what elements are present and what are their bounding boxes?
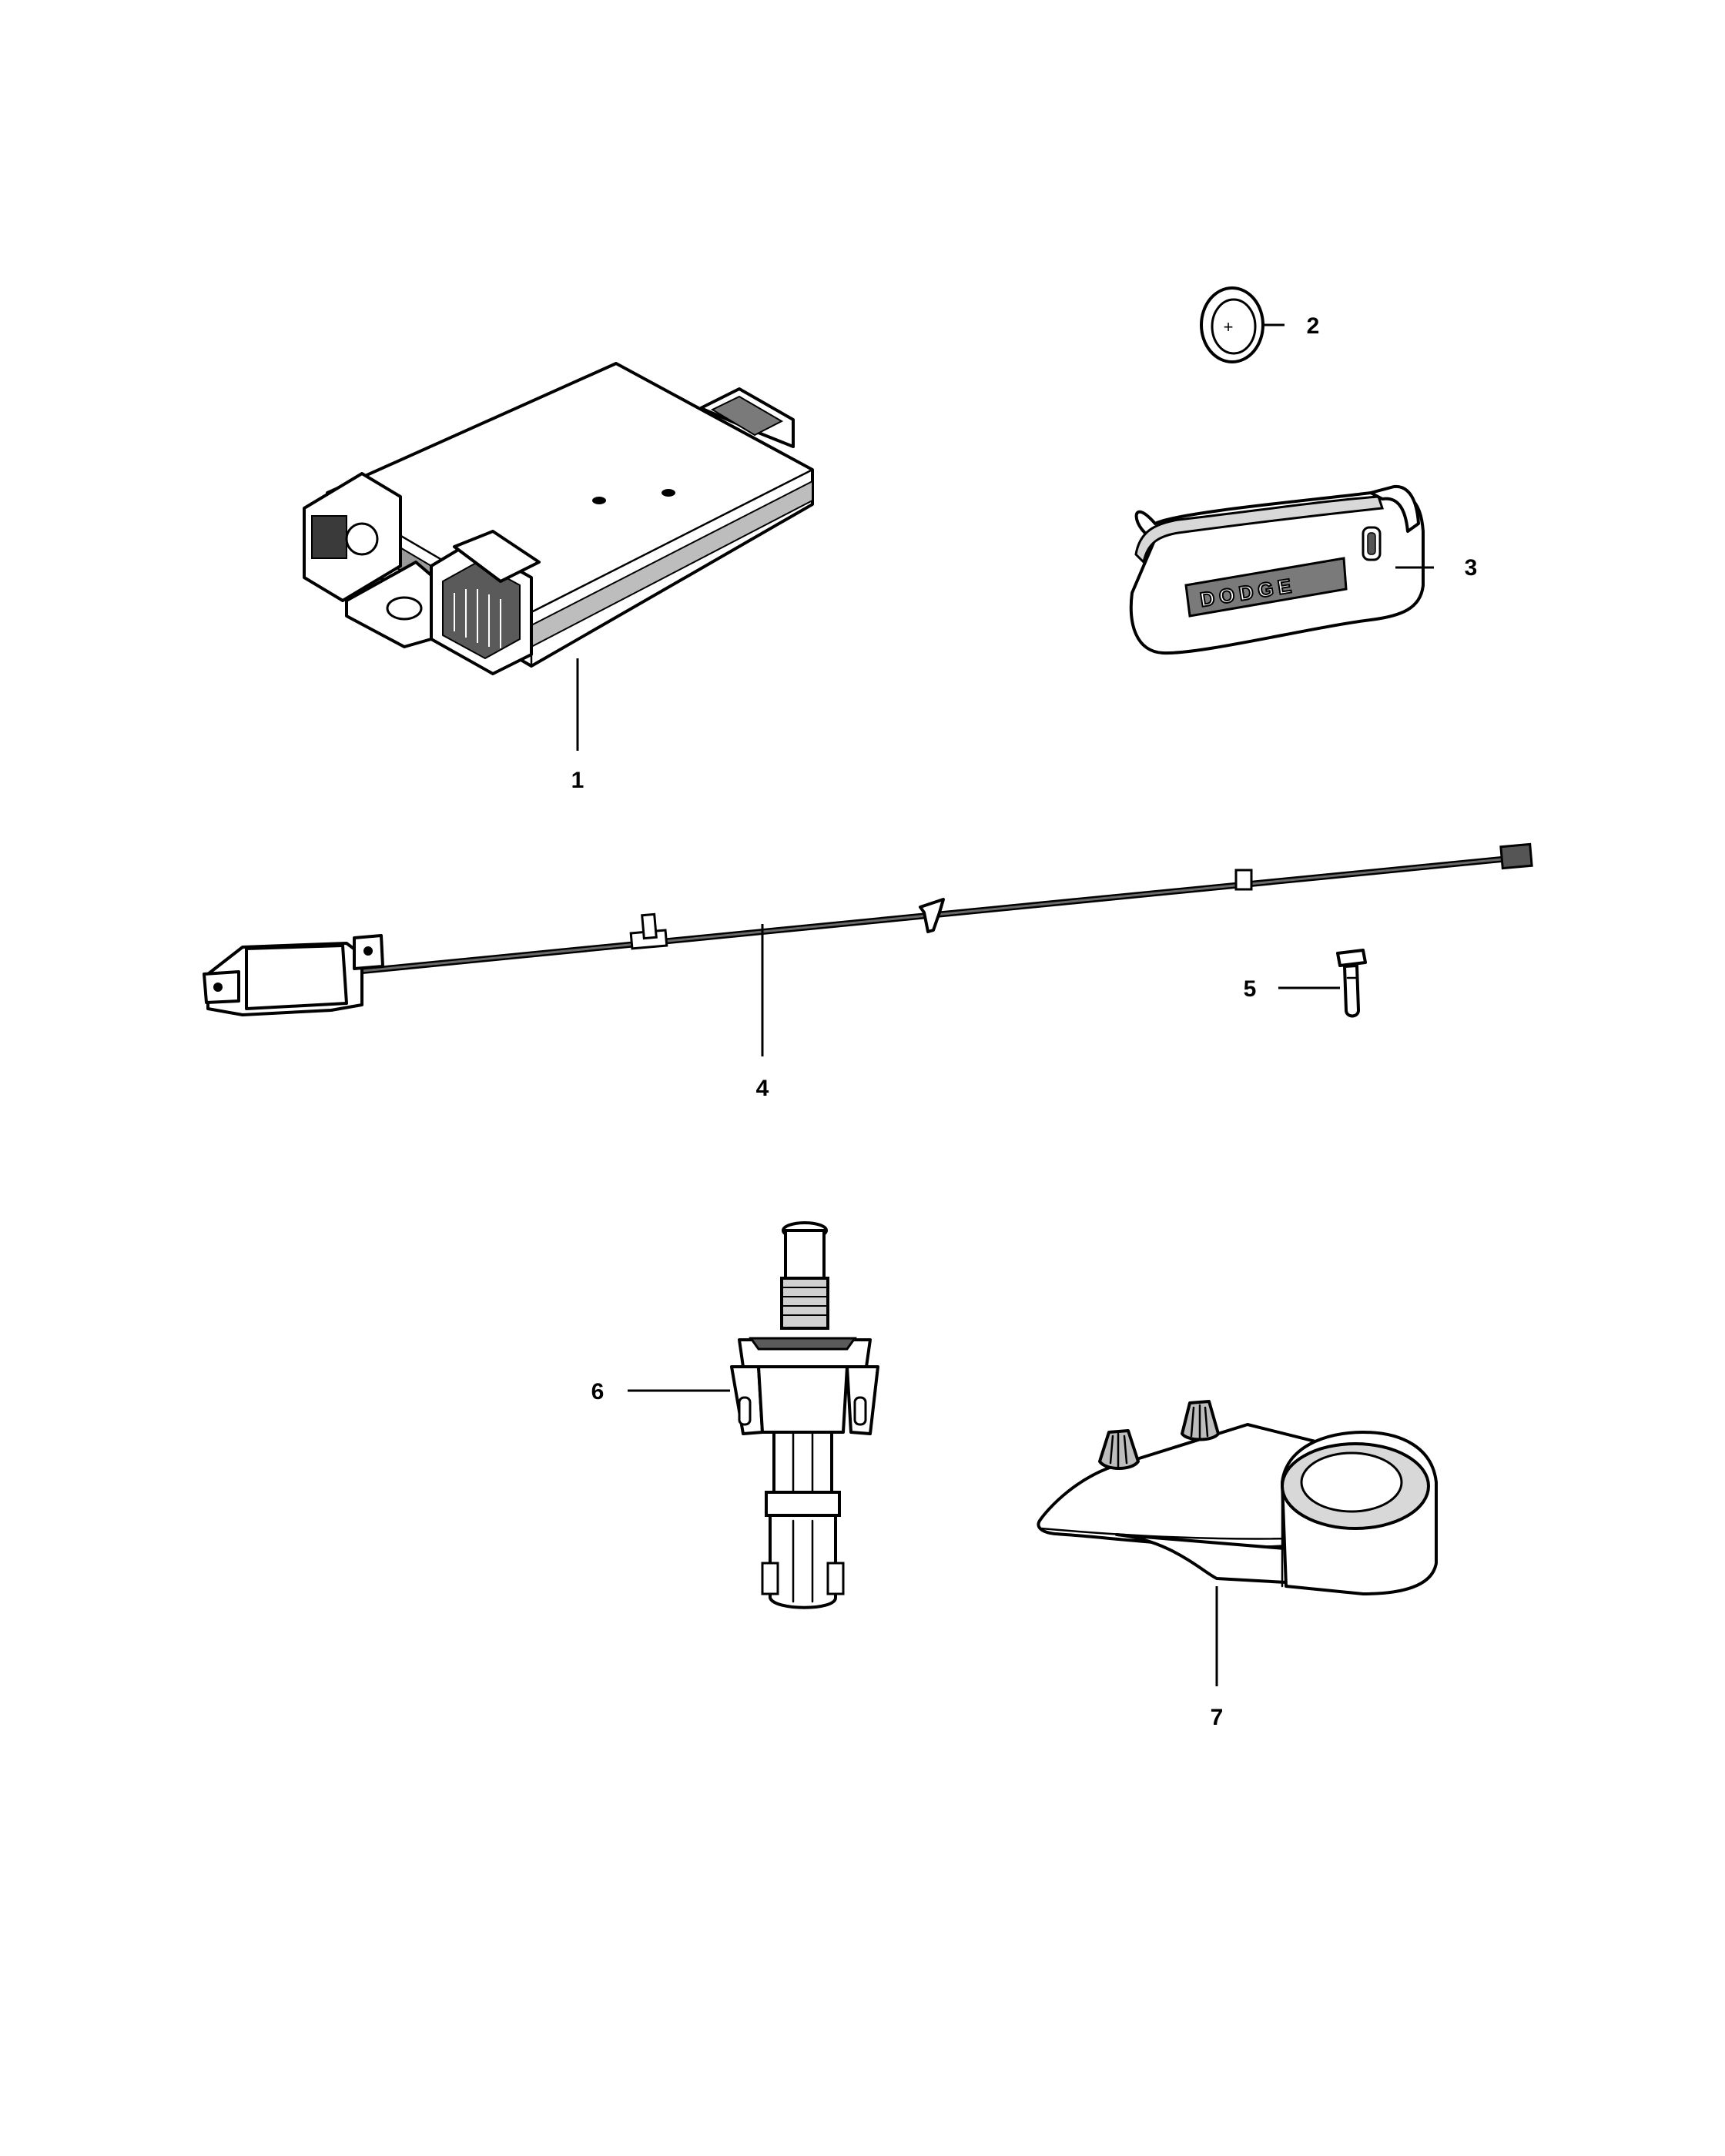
callout-7: 7 — [1211, 1705, 1224, 1730]
callout-6: 6 — [591, 1379, 605, 1404]
ignition-switch — [730, 1221, 879, 1609]
stud-left — [1098, 1429, 1140, 1470]
antenna-harness — [203, 842, 1533, 1016]
callout-3: 3 — [1465, 555, 1478, 581]
receiver-base — [1037, 1400, 1438, 1595]
callout-5: 5 — [1244, 976, 1257, 1002]
control-module — [303, 362, 814, 675]
callout-2: 2 — [1307, 313, 1320, 339]
stud-right — [1181, 1400, 1220, 1441]
mounting-bolt — [1336, 949, 1367, 1018]
coin-battery: + — [1200, 286, 1264, 363]
callout-4: 4 — [756, 1076, 769, 1101]
callout-1: 1 — [571, 768, 584, 793]
key-fob: DODGE — [1129, 484, 1425, 655]
battery-plus-symbol: + — [1224, 317, 1234, 336]
